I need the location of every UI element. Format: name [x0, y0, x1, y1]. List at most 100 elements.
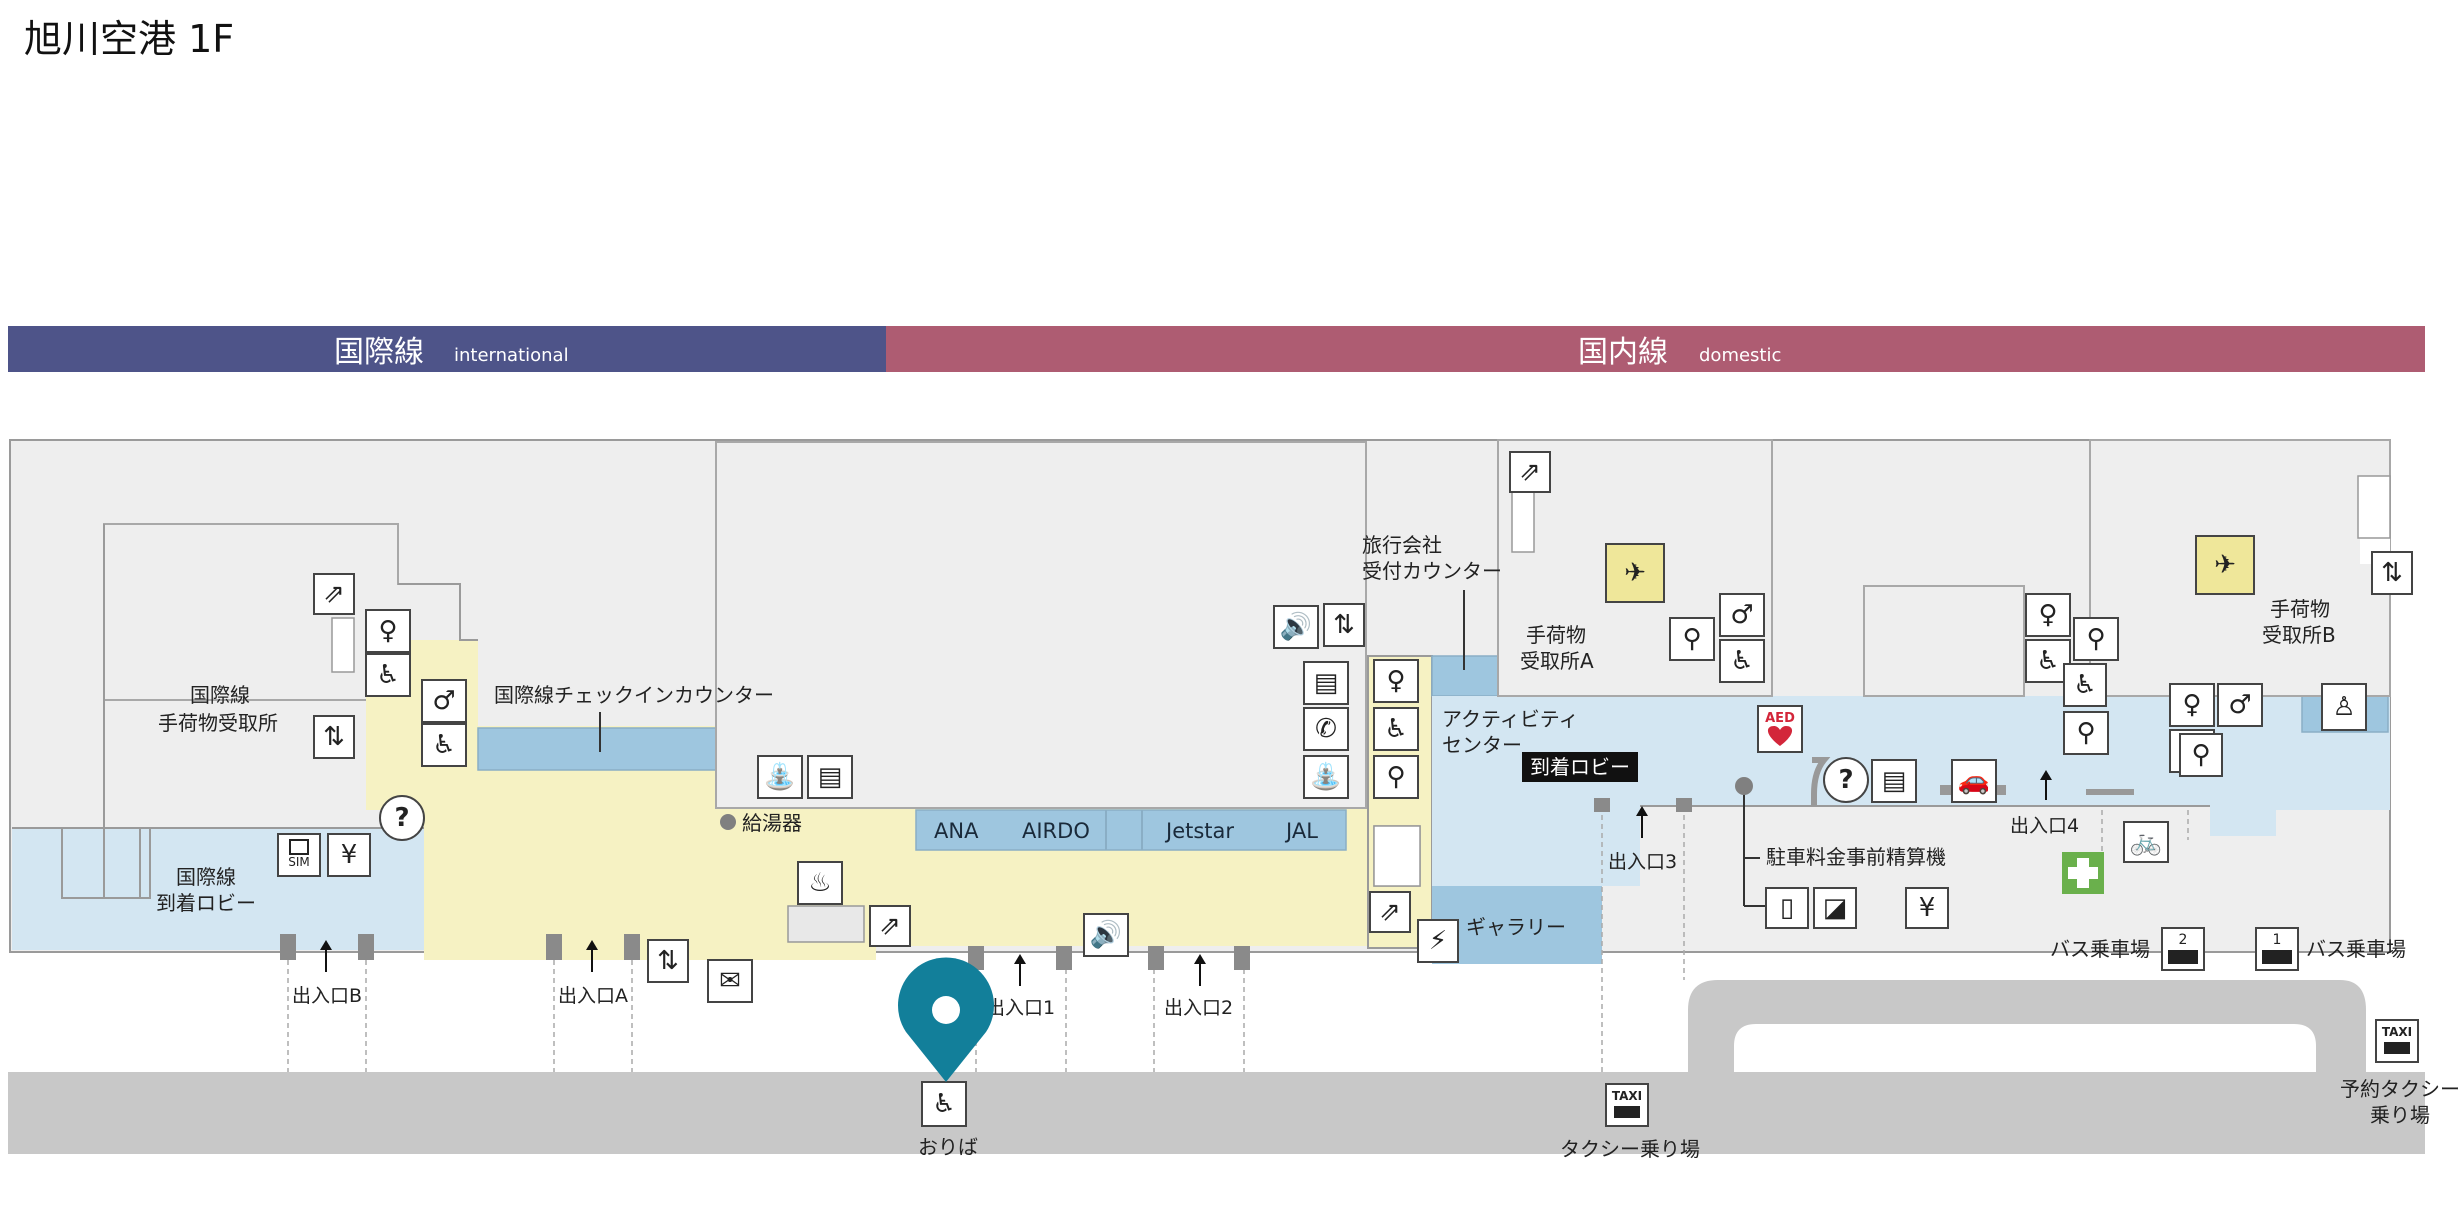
svg-text:⛲: ⛲: [1310, 761, 1342, 792]
svg-text:¥: ¥: [1919, 893, 1936, 923]
restroom-icon[interactable]: ♀: [2025, 593, 2071, 637]
currency-exchange-icon[interactable]: ¥: [1905, 887, 1949, 929]
coin-locker-icon[interactable]: ▤: [1871, 759, 1917, 803]
svg-text:✉: ✉: [719, 966, 741, 996]
restroom-icon[interactable]: ♀: [2169, 683, 2215, 727]
svg-text:♀: ♀: [2182, 690, 2201, 720]
reserved-taxi-label-2: 乗り場: [2370, 1103, 2430, 1127]
coin-locker-icon[interactable]: ▤: [1303, 661, 1349, 705]
parking-ticket-icon[interactable]: ◪: [1813, 887, 1857, 929]
bicycle-icon[interactable]: 🚲: [2123, 821, 2169, 863]
svg-text:♨: ♨: [808, 868, 831, 898]
bus-icon[interactable]: 1: [2255, 927, 2299, 971]
announcement-icon[interactable]: 🔊: [1083, 913, 1129, 957]
restroom-icon[interactable]: ♀: [365, 609, 411, 653]
elevator-icon[interactable]: ⇅: [2371, 551, 2413, 595]
svg-text:♀: ♀: [1386, 666, 1405, 696]
svg-text:♿: ♿: [1730, 646, 1753, 676]
svg-text:♿: ♿: [932, 1089, 955, 1119]
announcement-icon[interactable]: 🔊: [1273, 605, 1319, 649]
reserved-taxi-sign: TAXI: [2382, 1025, 2412, 1039]
restroom-icon[interactable]: ♂: [421, 679, 467, 723]
telephone-icon[interactable]: ✆: [1303, 707, 1349, 751]
information-icon[interactable]: ?: [379, 795, 425, 841]
lost-and-found-icon[interactable]: ♿: [2063, 663, 2107, 707]
baby-room-icon[interactable]: ⚲: [1373, 755, 1419, 799]
baby-room-icon[interactable]: ⚲: [2073, 617, 2119, 661]
svg-text:♀: ♀: [2038, 600, 2057, 630]
information-icon[interactable]: ?: [1823, 757, 1869, 803]
coin-locker-icon[interactable]: ▤: [807, 755, 853, 799]
bus-1-number: 1: [2273, 932, 2282, 948]
massage-chair-icon[interactable]: ♨: [797, 861, 843, 905]
multipurpose-restroom-icon[interactable]: ♿: [1373, 707, 1419, 751]
airline-ana: ANA: [934, 819, 979, 843]
baby-room-icon[interactable]: ⚲: [2179, 733, 2223, 777]
svg-text:▯: ▯: [1780, 893, 1794, 923]
svg-text:⇗: ⇗: [879, 911, 901, 941]
escalator-icon[interactable]: ⇗: [1509, 451, 1551, 493]
currency-exchange-icon[interactable]: ¥: [327, 833, 371, 877]
international-band-title: 国際線: [334, 335, 424, 370]
entrance-2: 出入口2: [1164, 997, 1233, 1019]
drinking-fountain-icon[interactable]: ⛲: [757, 755, 803, 799]
svg-text:⇅: ⇅: [1333, 610, 1355, 640]
location-pin-icon[interactable]: [898, 957, 994, 1082]
entrance-4: 出入口4: [2010, 815, 2079, 837]
svg-text:⇅: ⇅: [657, 946, 679, 976]
checkin-area: ANA AIRDO Jetstar JAL: [715, 441, 1433, 949]
aed-icon[interactable]: AED: [1757, 705, 1803, 753]
taxi-stand-sign: TAXI: [1612, 1089, 1642, 1103]
airline-airdo: AIRDO: [1022, 819, 1090, 843]
entrance-a: 出入口A: [558, 985, 628, 1007]
area-labels: 国際線 手荷物受取所 国際線チェックインカウンター 国際線 到着ロビー 給湯器 …: [156, 533, 2460, 1161]
elevator-icon[interactable]: ⇅: [313, 715, 355, 759]
svg-text:⚡: ⚡: [1429, 926, 1447, 956]
international-band: 国際線 international: [8, 326, 886, 372]
charging-icon[interactable]: ⚡: [1417, 919, 1459, 963]
svg-text:⚲: ⚲: [2086, 624, 2105, 654]
arrival-plane-icon: ✈: [2195, 535, 2255, 595]
elevator-icon[interactable]: ⇅: [647, 939, 689, 983]
baggage-b-label-1: 手荷物: [2270, 597, 2330, 621]
gallery-label: ギャラリー: [1466, 915, 1566, 939]
restroom-icon[interactable]: ♂: [1719, 593, 1765, 637]
escalator-icon[interactable]: ⇗: [869, 905, 911, 947]
first-aid-icon[interactable]: [2062, 852, 2104, 894]
multipurpose-restroom-icon[interactable]: ♿: [1719, 639, 1765, 683]
taxi-icon[interactable]: TAXI: [1605, 1083, 1649, 1127]
restroom-icon[interactable]: ♀: [1373, 659, 1419, 703]
drinking-fountain-icon[interactable]: ⛲: [1303, 755, 1349, 799]
baby-room-icon[interactable]: ⚲: [1669, 617, 1715, 661]
escalator-icon[interactable]: ⇗: [1369, 891, 1411, 933]
reserved-taxi-label-1: 予約タクシー: [2340, 1077, 2460, 1101]
intl-checkin-label: 国際線チェックインカウンター: [494, 683, 774, 707]
svg-text:⚲: ⚲: [2191, 740, 2210, 770]
rental-car-icon[interactable]: 🚗: [1951, 759, 1997, 803]
multipurpose-restroom-icon[interactable]: ♿: [421, 723, 467, 767]
multipurpose-restroom-icon[interactable]: ♿: [365, 653, 411, 697]
travel-agency-label-2: 受付カウンター: [1362, 559, 1502, 583]
police-icon[interactable]: ♙: [2321, 683, 2367, 731]
bus-icon[interactable]: 2: [2161, 927, 2205, 971]
baby-room-icon[interactable]: ⚲: [2063, 711, 2109, 755]
svg-text:⚲: ⚲: [1682, 624, 1701, 654]
sim-card-icon[interactable]: SIM: [277, 833, 321, 877]
multipurpose-restroom-icon[interactable]: ♿: [2025, 639, 2071, 683]
mail-icon[interactable]: ✉: [707, 959, 753, 1003]
svg-text:♿: ♿: [2073, 670, 2096, 700]
taxi-icon[interactable]: TAXI: [2375, 1019, 2419, 1063]
icons: ⇗ ⇗ ⇗ ⇗ ♀ ♿ ♂ ♿ ♀ ♿ ♂ ♿ ♀ ♿ ♀ ♂ ♿ ⚲ ⚲ ⚲ …: [277, 451, 2419, 1127]
domestic-band: 国内線 domestic: [886, 326, 2425, 372]
elevator-icon[interactable]: ⇅: [1323, 603, 1365, 647]
svg-text:♀: ♀: [378, 616, 397, 646]
svg-text:⛲: ⛲: [764, 761, 796, 792]
svg-text:¥: ¥: [341, 840, 358, 870]
sim-label: SIM: [288, 855, 310, 869]
restroom-icon[interactable]: ♂: [2217, 683, 2263, 727]
escalator-icon[interactable]: ⇗: [313, 573, 355, 615]
wheelchair-icon[interactable]: ♿: [921, 1081, 967, 1127]
charging-icon[interactable]: ▯: [1765, 887, 1809, 929]
hot-water-label: 給湯器: [742, 811, 802, 835]
